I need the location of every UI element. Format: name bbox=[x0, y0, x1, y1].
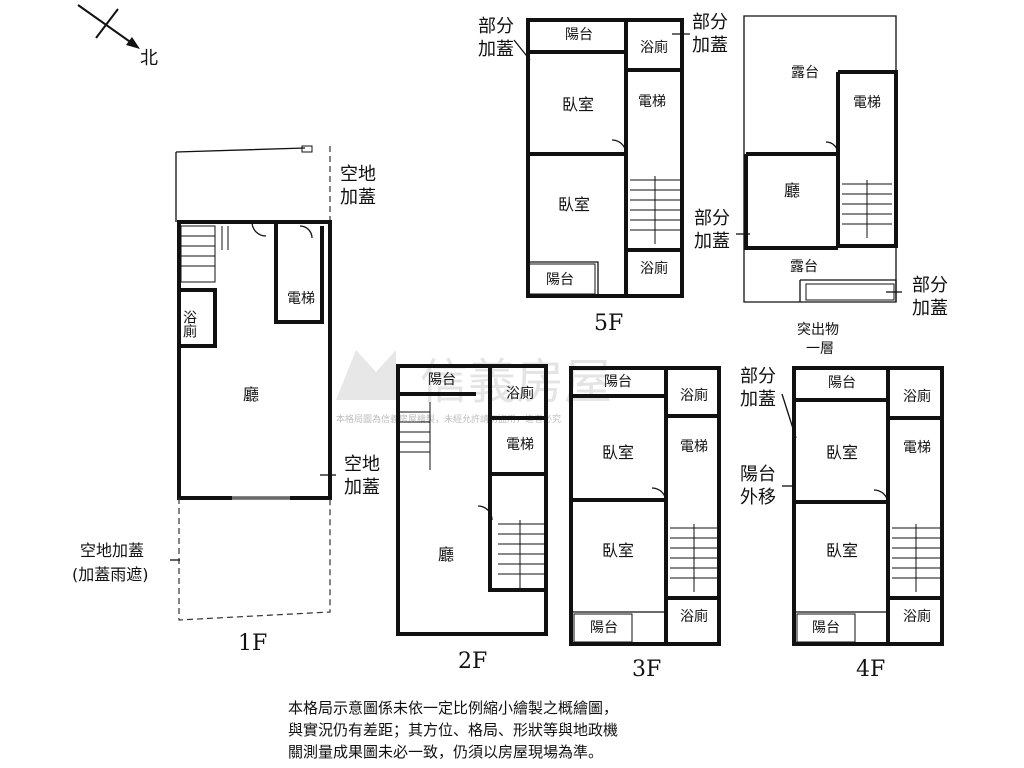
floor-1f: 浴廁 電梯 廳 空地 加蓋 空地 加蓋 空地加蓋 (加蓋雨遮) 1F bbox=[72, 145, 380, 656]
floor-label-1f: 1F bbox=[238, 631, 267, 656]
room-bedroom-5f-b: 臥室 bbox=[558, 195, 590, 214]
annot-balcony-moved-1: 陽台 bbox=[740, 464, 776, 485]
annot-partial-roof-1: 部分 bbox=[694, 208, 730, 229]
room-balcony-3f-a: 陽台 bbox=[604, 374, 632, 390]
stairs-4f bbox=[892, 524, 940, 592]
stairs-3f bbox=[670, 524, 717, 592]
room-balcony-3f-b: 陽台 bbox=[590, 620, 618, 636]
room-bedroom-5f-a: 臥室 bbox=[562, 95, 594, 114]
annot-yard-2: 加蓋 bbox=[340, 187, 376, 208]
floor-roof: 露台 電梯 廳 露台 部分 加蓋 部分 加蓋 突出物 一層 bbox=[694, 15, 948, 357]
annot-yard-rain-1: 空地加蓋 bbox=[80, 541, 144, 560]
annot-protrusion-1: 突出物 bbox=[797, 322, 839, 338]
room-bath-5f-a: 浴廁 bbox=[640, 39, 668, 56]
stairs-5f bbox=[630, 176, 680, 244]
annot-partial-5f-3: 部分 bbox=[692, 12, 728, 33]
annot-partial-roof-4: 加蓋 bbox=[912, 298, 948, 319]
annot-partial-roof-2: 加蓋 bbox=[694, 231, 730, 252]
room-balcony-5f-b: 陽台 bbox=[546, 272, 574, 288]
annot-partial-5f-1: 部分 bbox=[478, 16, 514, 37]
room-elevator-5f: 電梯 bbox=[638, 94, 666, 110]
disclaimer-line-1: 本格局示意圖係未依一定比例縮小繪製之概繪圖， bbox=[288, 699, 619, 717]
room-elevator-2f: 電梯 bbox=[506, 437, 534, 453]
stairs-1f bbox=[180, 225, 229, 283]
room-balcony-4f-b: 陽台 bbox=[812, 620, 840, 636]
floor-5f: 陽台 浴廁 電梯 臥室 臥室 陽台 浴廁 部分 加蓋 部分 加蓋 5F bbox=[478, 12, 728, 336]
room-bedroom-3f-a: 臥室 bbox=[602, 443, 634, 462]
floor-3f: 陽台 浴廁 電梯 臥室 臥室 陽台 浴廁 3F bbox=[569, 366, 721, 682]
room-terrace-roof-a: 露台 bbox=[791, 65, 819, 81]
room-balcony-5f-a: 陽台 bbox=[565, 27, 593, 43]
room-balcony-4f-a: 陽台 bbox=[828, 375, 856, 391]
floor-2f: 陽台 浴廁 電梯 廳 2F bbox=[396, 364, 548, 674]
annot-partial-4f-1: 部分 bbox=[740, 366, 776, 387]
room-bath-3f-b: 浴廁 bbox=[680, 608, 708, 625]
north-compass: 北 bbox=[77, 4, 158, 69]
room-elevator-3f: 電梯 bbox=[680, 439, 708, 455]
disclaimer-line-2: 與實況仍有差距；其方位、格局、形狀等與地政機 bbox=[288, 721, 619, 739]
room-elevator-roof: 電梯 bbox=[853, 95, 881, 111]
watermark-logo bbox=[336, 350, 396, 400]
room-bedroom-3f-b: 臥室 bbox=[602, 541, 634, 560]
watermark-brand: 信義房屋 bbox=[420, 354, 612, 410]
floor-label-2f: 2F bbox=[458, 649, 487, 674]
disclaimer-note: 本格局示意圖係未依一定比例縮小繪製之概繪圖， 與實況仍有差距；其方位、格局、形狀… bbox=[288, 697, 728, 763]
room-elevator-4f: 電梯 bbox=[903, 440, 931, 456]
stairs-roof bbox=[842, 180, 892, 238]
annot-yard-rain-2: (加蓋雨遮) bbox=[72, 565, 149, 584]
floor-label-5f: 5F bbox=[594, 311, 623, 336]
annot-yard-3: 空地 bbox=[344, 454, 380, 475]
room-living-2f: 廳 bbox=[438, 545, 454, 564]
annot-yard-4: 加蓋 bbox=[344, 477, 380, 498]
annot-partial-4f-2: 加蓋 bbox=[740, 389, 776, 410]
floor-label-4f: 4F bbox=[856, 657, 885, 682]
annot-balcony-moved-2: 外移 bbox=[740, 487, 776, 508]
room-terrace-roof-b: 露台 bbox=[790, 259, 818, 275]
room-living-1f: 廳 bbox=[243, 385, 259, 404]
floor-label-3f: 3F bbox=[632, 657, 661, 682]
annot-partial-5f-4: 加蓋 bbox=[692, 35, 728, 56]
floor-4f: 陽台 浴廁 電梯 臥室 臥室 陽台 浴廁 部分 加蓋 陽台 外移 4F bbox=[740, 366, 944, 682]
stairs-2f bbox=[398, 402, 544, 588]
annot-yard-1: 空地 bbox=[340, 164, 376, 185]
room-bedroom-4f-b: 臥室 bbox=[826, 541, 858, 560]
room-balcony-2f: 陽台 bbox=[428, 372, 456, 388]
room-living-roof: 廳 bbox=[784, 181, 800, 200]
room-elevator-1f: 電梯 bbox=[287, 291, 315, 307]
room-bedroom-4f-a: 臥室 bbox=[826, 443, 858, 462]
room-bath-1f-a: 浴廁 bbox=[181, 310, 197, 338]
room-bath-2f: 浴廁 bbox=[506, 385, 534, 402]
room-bath-3f-a: 浴廁 bbox=[680, 387, 708, 404]
room-bath-4f-a: 浴廁 bbox=[903, 388, 931, 405]
annot-partial-roof-3: 部分 bbox=[912, 275, 948, 296]
annot-protrusion-2: 一層 bbox=[806, 341, 834, 357]
disclaimer-line-3: 關測量成果圖未必一致，仍須以房屋現場為準。 bbox=[288, 743, 604, 761]
annot-partial-5f-2: 加蓋 bbox=[478, 39, 514, 60]
north-label: 北 bbox=[140, 48, 158, 69]
room-bath-4f-b: 浴廁 bbox=[903, 608, 931, 625]
room-bath-5f-b: 浴廁 bbox=[640, 260, 668, 277]
